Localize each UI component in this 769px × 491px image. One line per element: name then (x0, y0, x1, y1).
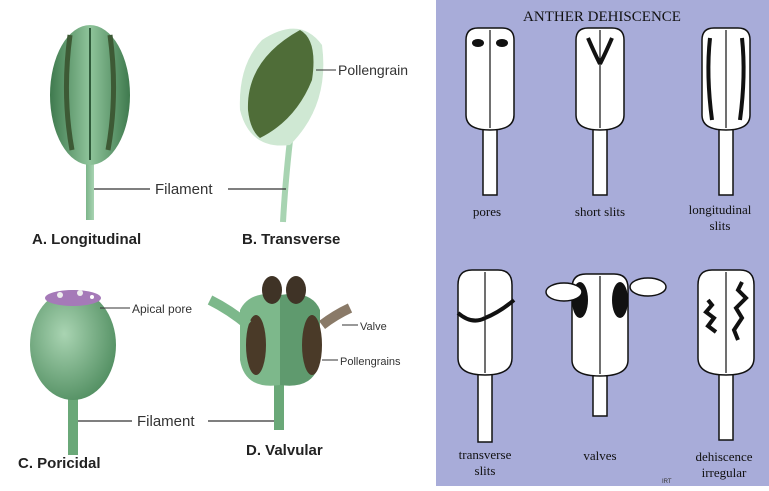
caption-poricidal: C. Poricidal (18, 455, 101, 472)
anther-types-panel: Pollengrain Filament Apical pore Valve P… (0, 0, 432, 486)
anther-dehiscence-figure: ANTHER DEHISCENCE (436, 0, 769, 486)
label-short-slits: short slits (575, 204, 625, 219)
label-irregular: irregular (702, 465, 747, 480)
valve-flap (322, 308, 350, 325)
anther-longitudinal (50, 25, 130, 220)
label-longitudinal: longitudinal (689, 202, 752, 217)
caption-longitudinal: A. Longitudinal (32, 231, 141, 248)
anther-types-figure: Pollengrain Filament Apical pore Valve P… (0, 0, 432, 486)
label-pores: pores (473, 204, 501, 219)
valve-top (262, 276, 282, 304)
anther-transverse (240, 29, 336, 222)
caption-valvular: D. Valvular (246, 442, 323, 459)
label-valves: valves (583, 448, 616, 463)
anther-dehiscence-panel: ANTHER DEHISCENCE (436, 0, 769, 486)
label-longitudinal-slits: slits (710, 218, 731, 233)
label-transverse-slits: slits (475, 463, 496, 478)
anther-irregular-dehiscence (698, 270, 754, 440)
filament-b (283, 140, 290, 222)
anther-valvular (210, 276, 358, 430)
anther-pores (466, 28, 514, 195)
anther-body-c (30, 290, 116, 400)
apical-pore-label: Apical pore (132, 302, 192, 316)
dehiscence-title: ANTHER DEHISCENCE (523, 9, 681, 25)
pollen-chamber (246, 315, 266, 375)
anther-transverse-slits (458, 270, 514, 442)
pollengrain-label: Pollengrain (338, 62, 408, 78)
filament-label: Filament (137, 413, 195, 430)
corner-mark: IRT (662, 479, 672, 485)
pollengrains-label: Pollengrains (340, 356, 401, 368)
pollen-chamber (302, 315, 322, 375)
anther-poricidal (30, 290, 130, 455)
filament-label: Filament (155, 181, 213, 198)
valve-top (286, 276, 306, 304)
filament-d (274, 380, 284, 430)
valve-label: Valve (360, 321, 387, 333)
anther-valves (546, 274, 666, 416)
label-transverse: transverse (459, 447, 512, 462)
anther-short-slits (576, 28, 624, 195)
caption-transverse: B. Transverse (242, 231, 340, 248)
label-dehiscence: dehiscence (695, 449, 752, 464)
anther-longitudinal-slits (702, 28, 750, 195)
